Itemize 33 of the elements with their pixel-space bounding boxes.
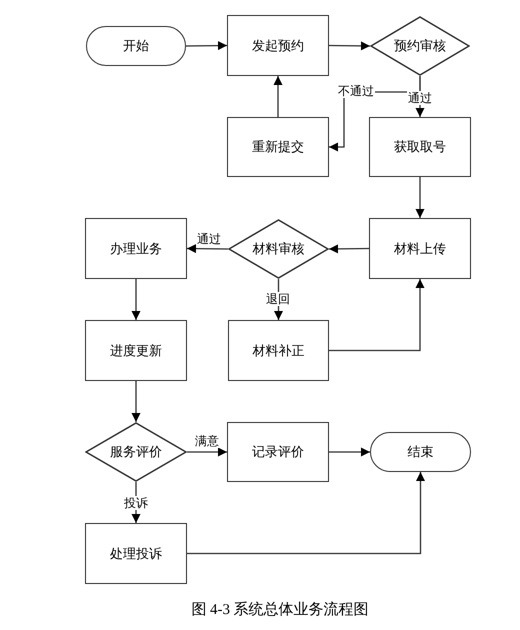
decision-diamond: 服务评价: [85, 422, 187, 482]
process-box: 材料补正: [228, 320, 329, 381]
process-box: 发起预约: [227, 15, 329, 76]
arrow: [132, 381, 140, 422]
process-box: 处理投诉: [85, 523, 187, 584]
edge-label: 通过: [196, 232, 222, 246]
arrow: [329, 41, 370, 50]
terminal-box: 结束: [370, 432, 471, 472]
arrow: [186, 41, 227, 50]
arrow: [416, 177, 424, 218]
decision-diamond: 预约审核: [370, 16, 470, 76]
arrow: [187, 244, 228, 254]
edge-label: 投诉: [123, 496, 149, 510]
process-box: 重新提交: [227, 117, 329, 177]
figure-caption: 图 4-3 系统总体业务流程图: [190, 600, 370, 619]
arrow: [329, 279, 424, 352]
edge-label: 不通过: [337, 84, 375, 98]
process-box: 办理业务: [85, 218, 187, 279]
process-box: 获取取号: [369, 117, 471, 177]
arrow: [329, 448, 370, 456]
arrow: [187, 448, 227, 456]
arrow: [187, 472, 425, 554]
arrow: [329, 244, 369, 254]
process-box: 材料上传: [369, 218, 471, 279]
arrow: [132, 279, 140, 320]
arrow: [274, 76, 282, 117]
terminal-box: 开始: [86, 26, 186, 66]
edge-label: 通过: [407, 91, 433, 105]
edge-label: 满意: [194, 434, 220, 448]
decision-diamond: 材料审核: [228, 219, 329, 279]
process-box: 进度更新: [85, 320, 187, 381]
edge-label: 退回: [265, 292, 291, 306]
process-box: 记录评价: [227, 422, 329, 482]
